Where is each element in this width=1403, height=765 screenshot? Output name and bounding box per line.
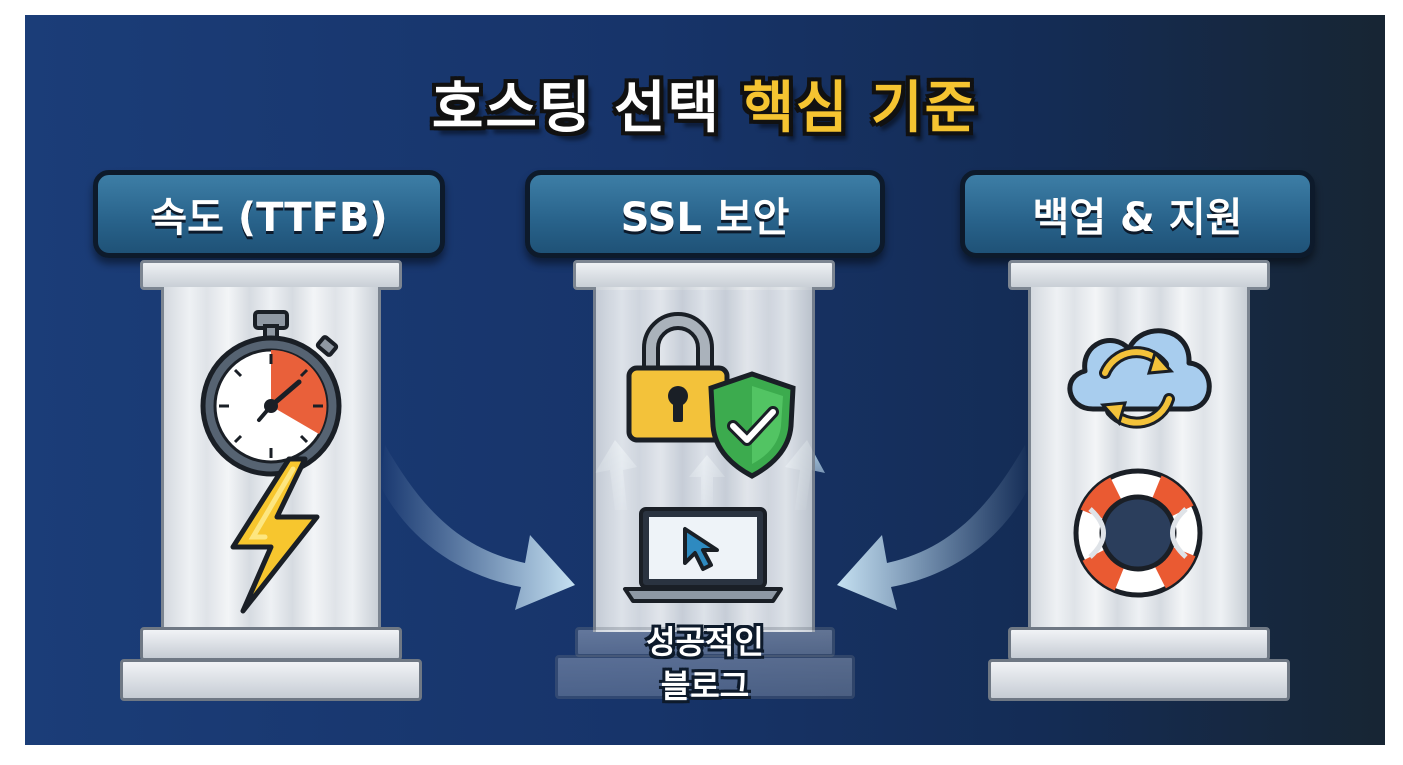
pillar-capital-speed [140,260,402,290]
pillar-base-lower-ssl [555,655,855,699]
pillar-base-upper-backup [1008,627,1270,661]
pillar-base-upper-ssl [575,627,835,657]
lightning-icon [230,456,320,614]
center-label-line2: 블로그 [660,667,750,705]
pillar-label-backup: 백업 & 지원 [1032,195,1243,241]
pillar-base-upper-speed [140,627,402,661]
pillar-capital-ssl [573,260,835,290]
right-arrow [837,445,1030,610]
pillar-label-ssl: SSL 보안 [620,195,790,241]
pillar-header-speed: 속도 (TTFB) [93,170,445,258]
laptop-cursor-icon [623,507,783,603]
pillar-capital-backup [1008,260,1270,290]
stopwatch-icon [200,310,342,477]
page-title: 호스팅 선택 핵심 기준 [25,63,1385,144]
pillar-header-backup: 백업 & 지원 [960,170,1315,258]
shield-check-icon [708,371,796,479]
pillar-label-speed: 속도 (TTFB) [150,195,388,241]
pillar-base-lower-speed [120,659,422,701]
title-main: 호스팅 선택 [431,76,722,141]
title-accent: 핵심 기준 [742,76,979,141]
pillar-header-ssl: SSL 보안 [525,170,885,258]
lifebuoy-icon [1073,468,1203,598]
center-label: 성공적인 블로그 [585,620,825,708]
center-label-line1: 성공적인 [646,623,764,661]
left-arrow [380,445,575,610]
infographic-canvas: 호스팅 선택 핵심 기준 속도 (TTFB) [25,15,1385,745]
cloud-sync-icon [1067,328,1212,429]
pillar-base-lower-backup [988,659,1290,701]
